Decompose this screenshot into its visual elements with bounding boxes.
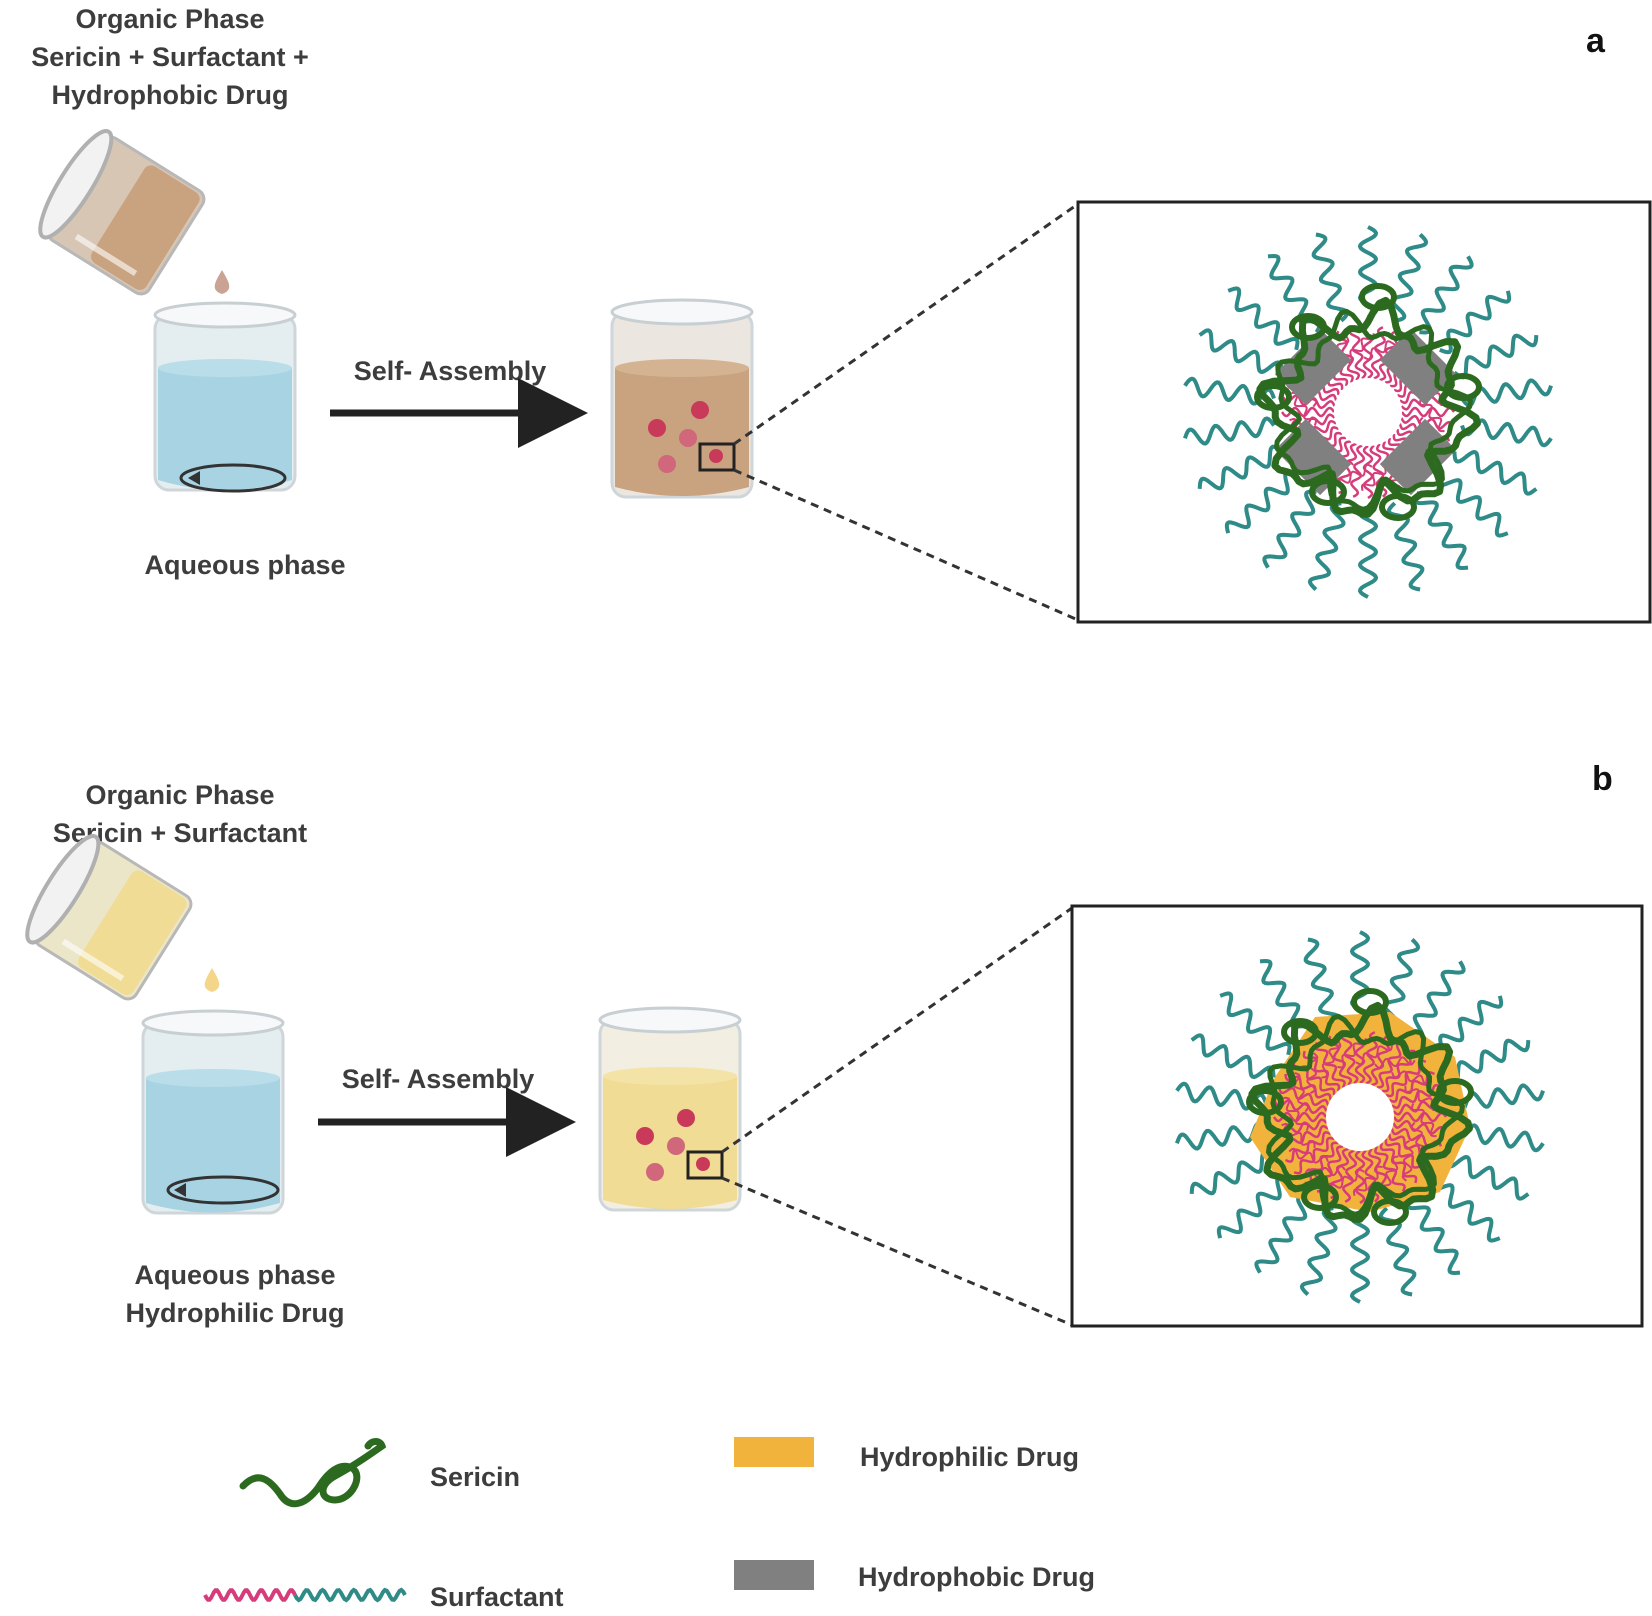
product-beaker-b	[598, 1006, 742, 1212]
droplet-a	[214, 270, 230, 294]
organic-phase-line-2: Sericin + Surfactant +	[31, 42, 309, 72]
legend-sericin-icon	[239, 1438, 387, 1508]
pouring-beaker-b	[25, 834, 193, 1001]
aqueous-beaker-b	[141, 1009, 285, 1215]
micelle-a	[1183, 225, 1553, 599]
organic-phase-line-1: Organic Phase	[85, 780, 275, 810]
organic-phase-label-b: Organic Phase Sericin + Surfactant	[20, 776, 340, 852]
legend-surfactant-icon	[203, 1587, 407, 1603]
aqueous-phase-label-b: Aqueous phase Hydrophilic Drug	[100, 1256, 370, 1332]
self-assembly-label-b: Self- Assembly	[341, 1064, 535, 1094]
self-assembly-label-a: Self- Assembly	[353, 356, 547, 386]
product-beaker-a	[610, 298, 754, 499]
legend-hydrophilic-swatch	[734, 1437, 814, 1467]
aqueous-line-1: Aqueous phase	[134, 1260, 336, 1290]
droplet-b	[204, 968, 220, 992]
legend-surfactant-label: Surfactant	[430, 1582, 564, 1612]
organic-phase-line-1: Organic Phase	[75, 4, 265, 34]
organic-phase-label-a: Organic Phase Sericin + Surfactant + Hyd…	[0, 0, 340, 114]
aqueous-beaker-a	[153, 301, 297, 493]
micelle-b	[1175, 930, 1545, 1304]
aqueous-line-2: Hydrophilic Drug	[125, 1298, 345, 1328]
organic-phase-line-3: Hydrophobic Drug	[51, 80, 289, 110]
panel-label-b: b	[1592, 760, 1613, 798]
legend-hydrophobic-swatch	[734, 1560, 814, 1590]
panel-label-a: a	[1586, 22, 1605, 60]
pouring-beaker-a	[38, 129, 206, 296]
legend-sericin-label: Sericin	[430, 1462, 521, 1492]
legend-hydrophobic-label: Hydrophobic Drug	[858, 1562, 1095, 1592]
aqueous-phase-label-a: Aqueous phase	[115, 546, 375, 584]
aqueous-line-1: Aqueous phase	[144, 550, 346, 580]
legend-hydrophilic-label: Hydrophilic Drug	[860, 1442, 1080, 1472]
